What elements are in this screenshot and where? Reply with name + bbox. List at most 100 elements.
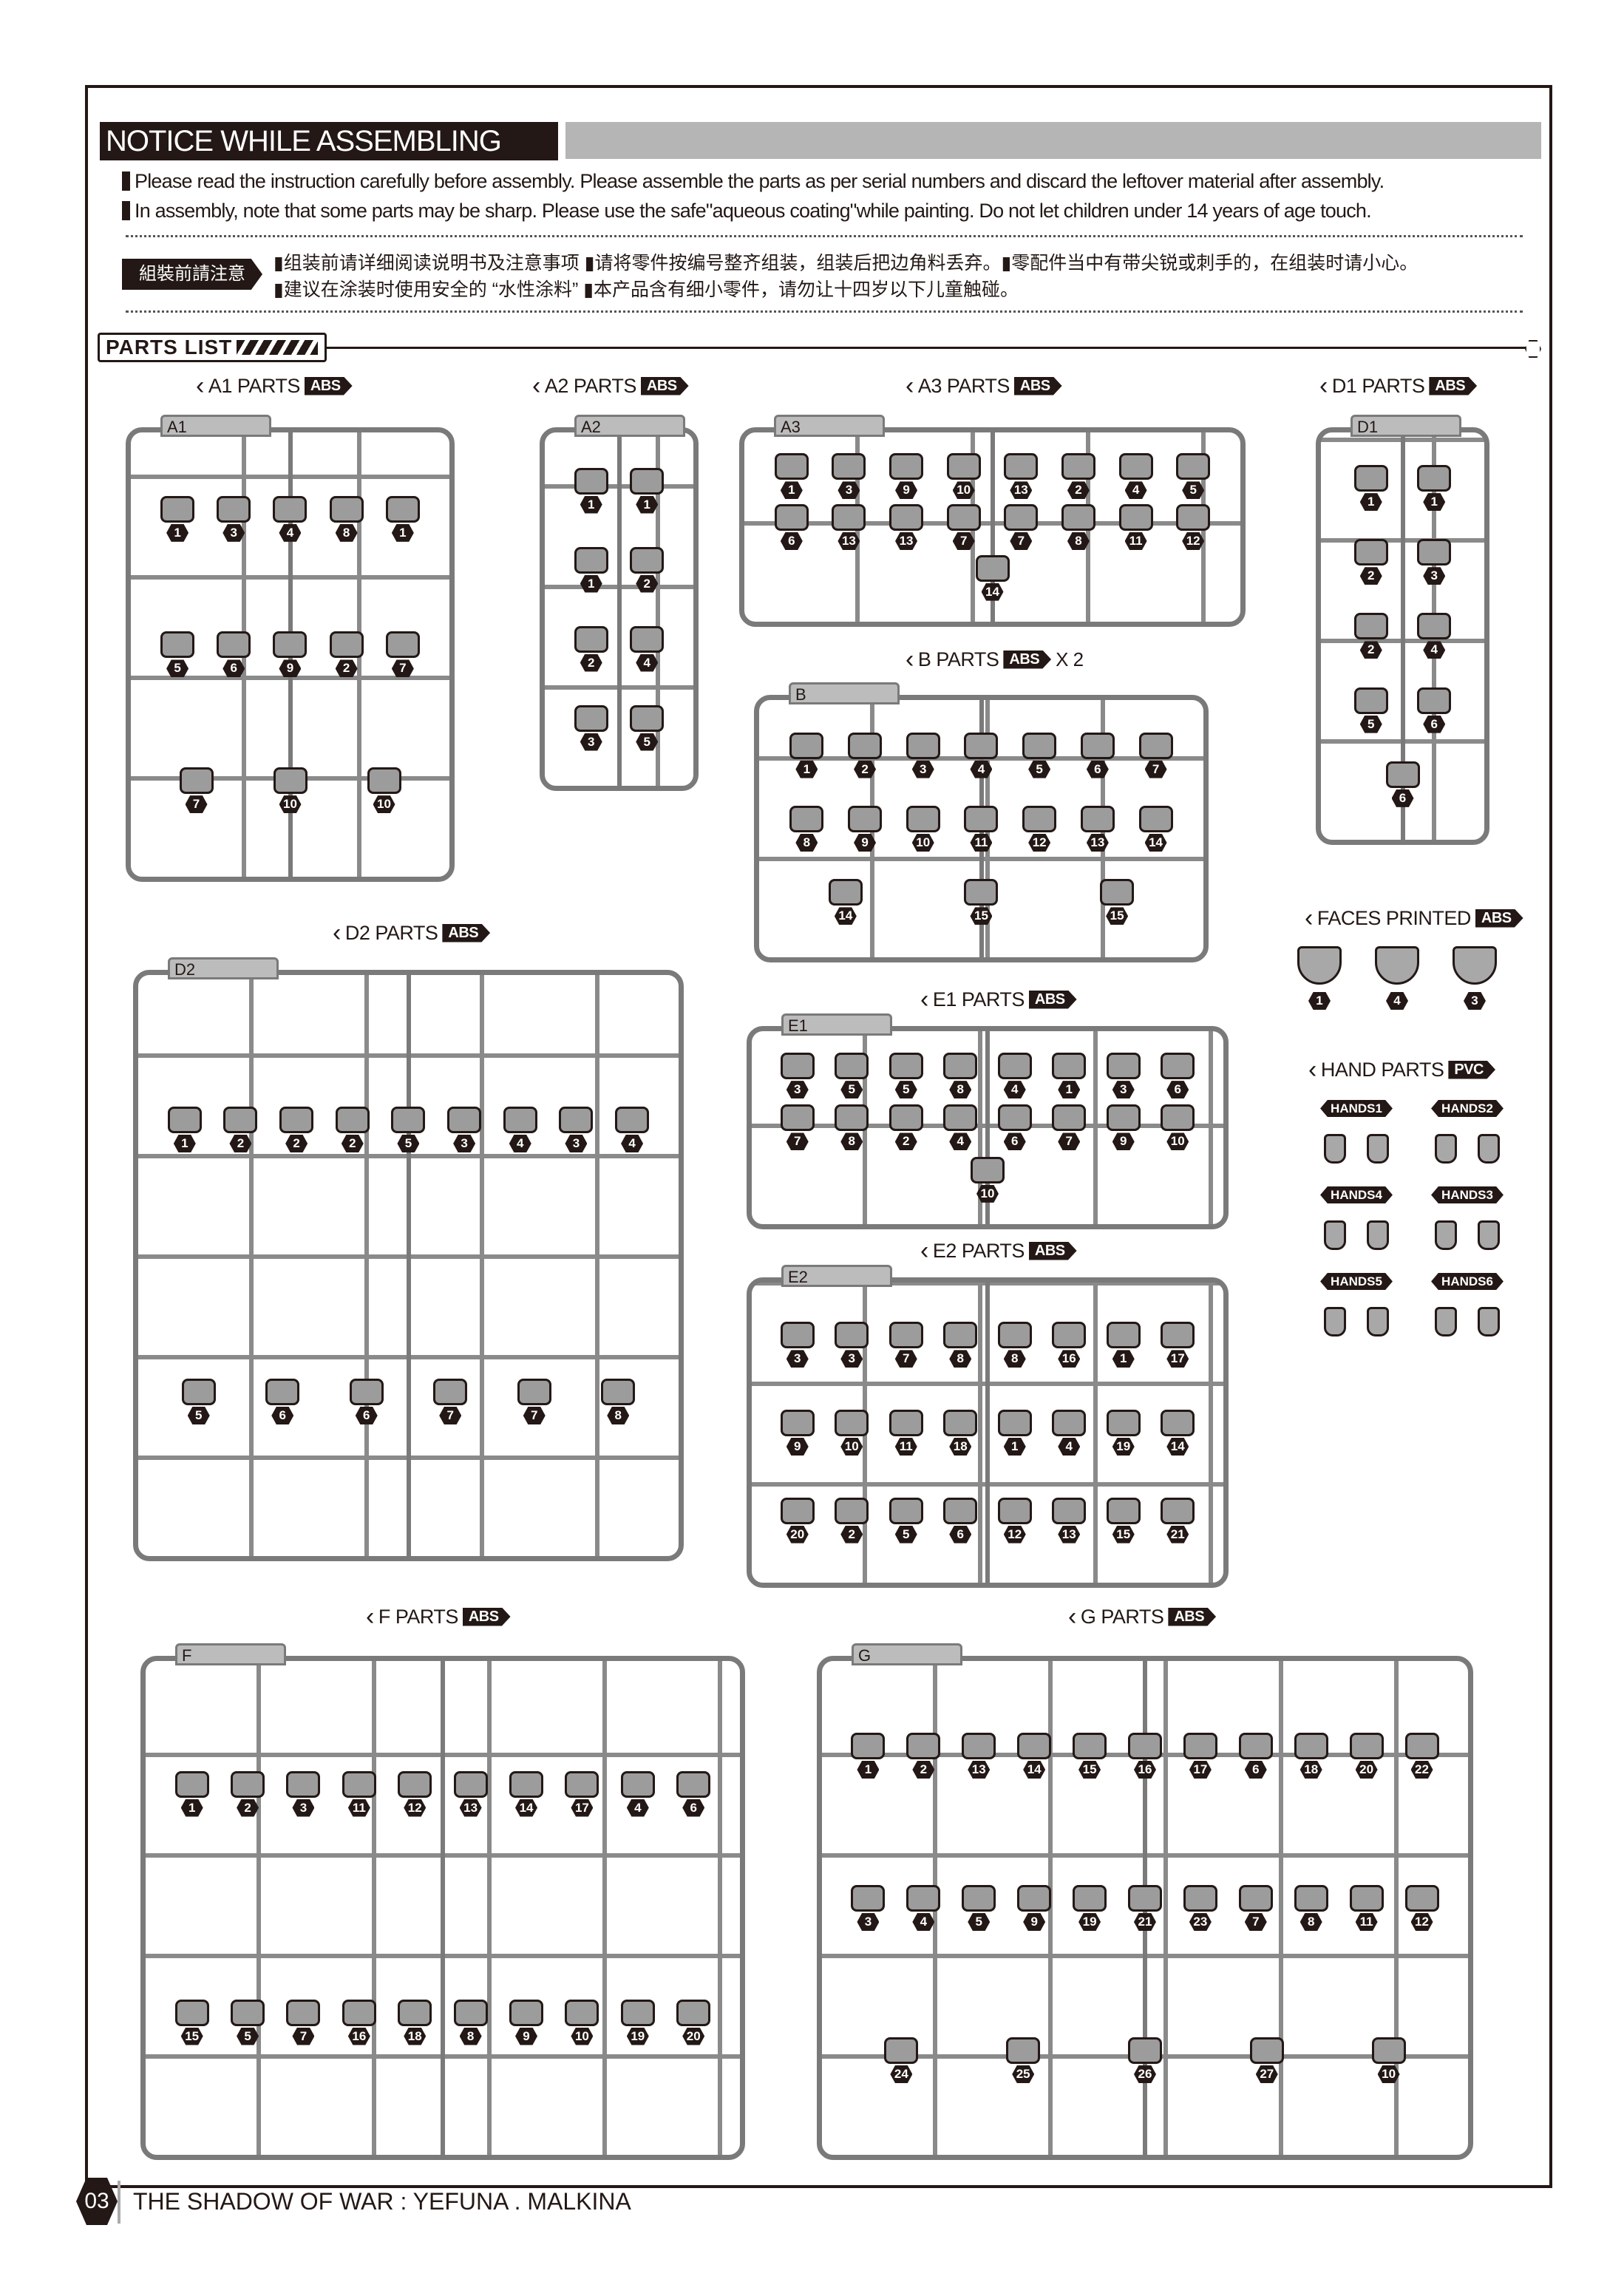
hand-pair bbox=[1301, 1220, 1412, 1254]
part-shape bbox=[676, 1770, 711, 1798]
part: 5 bbox=[382, 1107, 434, 1152]
material-tag: ABS bbox=[1013, 376, 1062, 395]
part: 13 bbox=[1043, 1497, 1095, 1543]
part-shape bbox=[889, 453, 924, 480]
runner-tab: E1 bbox=[781, 1013, 892, 1036]
part-shape bbox=[906, 805, 940, 832]
part-shape bbox=[1161, 1322, 1195, 1349]
part-number-badge: 1 bbox=[1003, 1437, 1026, 1456]
part: 7 bbox=[1043, 1104, 1095, 1151]
part-shape bbox=[971, 1156, 1005, 1183]
part-shape bbox=[1176, 453, 1211, 480]
part: 10 bbox=[826, 1409, 877, 1456]
part: 12 bbox=[1013, 805, 1065, 852]
part-shape bbox=[1052, 1497, 1087, 1524]
part: 25 bbox=[997, 2037, 1049, 2083]
part: 1 bbox=[989, 1409, 1041, 1456]
part-number-badge: 3 bbox=[292, 1799, 315, 1817]
part-shape bbox=[1161, 1497, 1195, 1524]
part-shape bbox=[601, 1379, 636, 1405]
runner-tab: A2 bbox=[574, 415, 685, 437]
hand-item: HANDS4 bbox=[1301, 1186, 1412, 1254]
part-shape bbox=[1004, 503, 1039, 531]
part-shape bbox=[1052, 1409, 1087, 1436]
part-number-badge: 8 bbox=[607, 1407, 630, 1424]
part-shape bbox=[975, 554, 1010, 582]
part-shape bbox=[503, 1107, 537, 1133]
part-shape bbox=[447, 1107, 482, 1133]
runner-title: D1 PARTS bbox=[1331, 374, 1425, 397]
part: 8 bbox=[592, 1379, 644, 1424]
hand-set-label: HANDS6 bbox=[1431, 1273, 1504, 1290]
part: 5 bbox=[173, 1379, 225, 1424]
part-shape bbox=[1118, 453, 1153, 480]
part-number-badge: 18 bbox=[404, 2027, 427, 2045]
part-shape bbox=[217, 495, 251, 523]
part-number-badge: 21 bbox=[1166, 1525, 1189, 1543]
part-shape bbox=[676, 1999, 711, 2026]
chevron-left-icon: ‹ bbox=[1308, 1056, 1316, 1084]
runner-tab: F bbox=[175, 1643, 286, 1665]
parts-list-title: PARTS LIST bbox=[106, 336, 233, 359]
hand-pair bbox=[1412, 1307, 1523, 1340]
hand-item: HANDS3 bbox=[1412, 1186, 1523, 1254]
part-number-badge: 17 bbox=[1166, 1350, 1189, 1368]
part: 8 bbox=[1053, 503, 1104, 550]
part-shape bbox=[1080, 805, 1115, 832]
part-shape bbox=[342, 1999, 376, 2026]
material-tag: ABS bbox=[1475, 908, 1523, 928]
part-number-badge: 1 bbox=[636, 495, 659, 514]
part-shape bbox=[160, 631, 195, 659]
material-tag: ABS bbox=[304, 376, 353, 395]
runner-title: A2 PARTS bbox=[544, 374, 637, 397]
part-shape bbox=[630, 467, 665, 495]
part: 1 bbox=[1098, 1322, 1149, 1368]
part: 4 bbox=[606, 1107, 658, 1152]
part: 15 bbox=[166, 1999, 218, 2045]
part-number-badge: 3 bbox=[453, 1135, 476, 1152]
part-number-badge: 4 bbox=[1423, 641, 1446, 659]
runner-tab: D2 bbox=[168, 957, 279, 979]
part-number-badge: 5 bbox=[1182, 481, 1205, 500]
page-number: 03 bbox=[76, 2178, 118, 2225]
part-shape bbox=[453, 1770, 488, 1798]
part-shape bbox=[1161, 1104, 1195, 1132]
part: 13 bbox=[953, 1733, 1005, 1779]
part-number-badge: 1 bbox=[857, 1761, 880, 1779]
part-number-badge: 10 bbox=[952, 481, 975, 500]
part: 4 bbox=[495, 1107, 546, 1152]
part: 18 bbox=[934, 1409, 986, 1456]
part: 18 bbox=[1285, 1733, 1337, 1779]
part-shape bbox=[1061, 453, 1095, 480]
part-number-badge: 5 bbox=[166, 659, 189, 678]
chevron-left-icon: ‹ bbox=[532, 372, 540, 400]
part-shape bbox=[889, 1409, 923, 1436]
part: 19 bbox=[612, 1999, 664, 2045]
part-number-badge: 8 bbox=[840, 1132, 863, 1151]
part: 22 bbox=[1396, 1733, 1448, 1779]
part-number-badge: 6 bbox=[949, 1525, 972, 1543]
part-number-badge: 18 bbox=[949, 1437, 972, 1456]
runner-title: G PARTS bbox=[1080, 1605, 1164, 1628]
part-shape bbox=[574, 625, 608, 653]
part-shape bbox=[181, 1379, 216, 1405]
part: 2 bbox=[1053, 453, 1104, 500]
part: 2 bbox=[839, 732, 891, 778]
part-shape bbox=[1100, 879, 1135, 906]
face-icon bbox=[1297, 946, 1342, 985]
part-shape bbox=[1052, 1322, 1087, 1349]
part-number-badge: 6 bbox=[1086, 760, 1109, 778]
runner-tab: E2 bbox=[781, 1265, 892, 1287]
part-number-badge: 3 bbox=[838, 481, 860, 500]
part-shape bbox=[943, 1104, 978, 1132]
part-number-badge: 8 bbox=[1067, 531, 1090, 550]
part-number-badge: 11 bbox=[970, 833, 993, 852]
hand-right-icon bbox=[1367, 1307, 1389, 1336]
part-shape bbox=[1349, 1733, 1384, 1759]
part: 3 bbox=[550, 1107, 602, 1152]
